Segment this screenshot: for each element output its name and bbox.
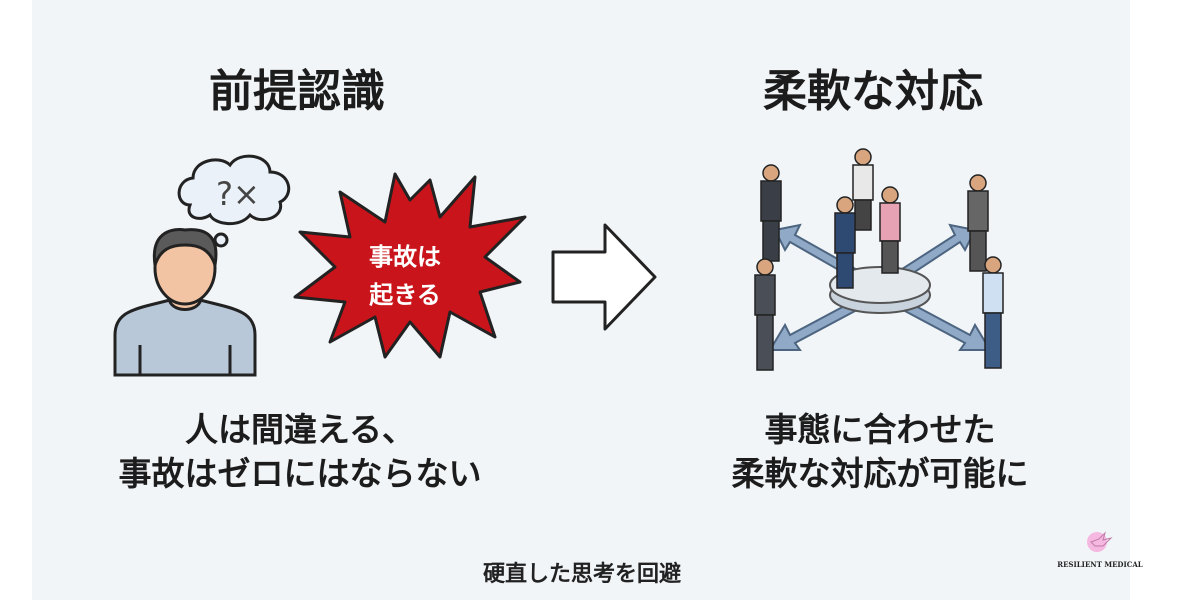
team-collaboration-illustration [754, 148, 1004, 371]
person-figure [834, 196, 856, 289]
person-figure [760, 164, 782, 262]
caption: 硬直した思考を回避 [482, 562, 681, 587]
left-body-text: 人は間違える、 事故はゼロにはならない [80, 408, 520, 496]
person-figure [967, 174, 989, 272]
left-body-line-2: 事故はゼロにはならない [118, 454, 482, 493]
person-figure [852, 148, 874, 231]
burst-line-1: 事故は [369, 243, 441, 271]
thinking-person-icon: ?× [113, 154, 291, 377]
person-figure [982, 256, 1004, 369]
person-figure [754, 258, 776, 371]
right-title: 柔軟な対応 [763, 66, 983, 117]
explosion-burst-icon [293, 172, 527, 359]
burst-line-2: 起きる [369, 281, 441, 309]
left-body-line-1: 人は間違える、 [184, 410, 415, 449]
burst-text: 事故は 起きる [345, 238, 465, 314]
person-figure [879, 186, 901, 274]
right-body-line-1: 事態に合わせた [764, 410, 996, 449]
brand-logo: RESILIENT MEDICAL [1050, 530, 1150, 569]
bubble-symbols: ?× [216, 175, 260, 213]
central-platform [829, 266, 931, 304]
right-body-text: 事態に合わせた 柔軟な対応が可能に [660, 408, 1100, 496]
dove-logo-icon [1087, 531, 1113, 552]
logo-name: RESILIENT MEDICAL [1057, 560, 1143, 569]
left-title: 前提認識 [209, 66, 385, 117]
right-arrow-icon [551, 223, 657, 331]
right-body-line-2: 柔軟な対応が可能に [731, 454, 1029, 493]
